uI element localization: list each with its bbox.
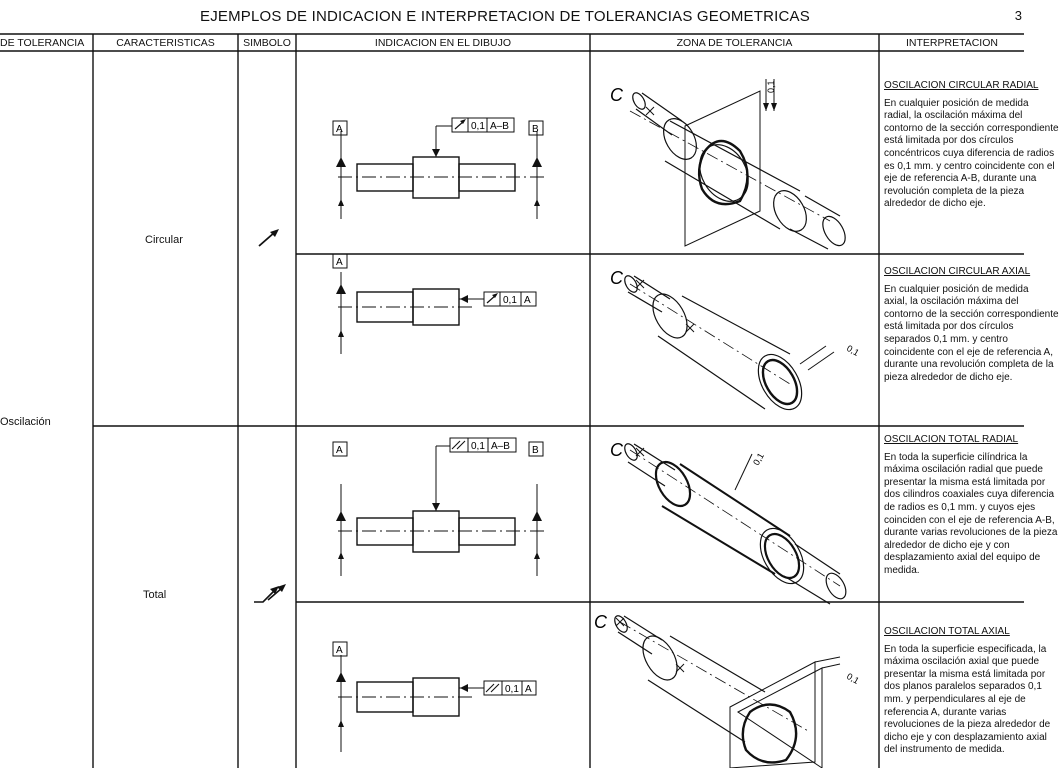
interpretation-title: OSCILACION TOTAL RADIAL [884, 434, 1019, 445]
drawing-total-radial: 0,1 A–B A B [332, 437, 548, 576]
interpretation-line: contorno de la sección correspondiente [884, 308, 1059, 320]
header-caracteristicas: CARACTERISTICAS [116, 37, 215, 49]
zone-tol-label: 0,1 [845, 671, 861, 686]
header-tipo: DE TOLERANCIA [0, 37, 85, 49]
interpretation-line: presentar la misma está limitada por [884, 668, 1046, 680]
interpretation-line: revolución completa de la pieza [884, 185, 1025, 197]
interpretation-line: coinciden con el eje de referencia A-B, [884, 514, 1055, 526]
frame-value: 0,1 [503, 295, 517, 306]
interpretation-title: OSCILACION CIRCULAR AXIAL [884, 266, 1031, 277]
interpretation-line: alrededor de dicho eje y con [884, 539, 1010, 551]
table-grid [0, 33, 1024, 768]
interpretation-line: presentar la misma está limitada por [884, 476, 1046, 488]
datum-a-label: A [336, 445, 343, 456]
datum-a-label: A [336, 257, 343, 268]
interpretation-line: separados 0,1 mm. y centro [884, 333, 1008, 345]
zone-c-label: C [594, 612, 608, 632]
interpretation-line: referencia A, durante varias [884, 706, 1007, 718]
interpretation-line: alrededor de dicho eje. [884, 198, 986, 210]
interpretation-line: revoluciones de la pieza alrededor de [884, 719, 1051, 731]
interpretation-line: contorno de la sección correspondiente [884, 122, 1059, 134]
interpretation-total-axial: OSCILACION TOTAL AXIAL En toda la superf… [884, 626, 1051, 768]
zone-c-label: C [610, 85, 624, 105]
circular-runout-symbol-icon [258, 229, 279, 247]
frame-value: 0,1 [471, 121, 485, 132]
interpretation-line: máxima oscilación axial que puede [884, 656, 1040, 668]
frame-value: 0,1 [471, 441, 485, 452]
drawing-circular-radial: 0,1 A–B A B [332, 117, 548, 219]
datum-a-label: A [336, 124, 343, 135]
caracteristica-total: Total [143, 589, 167, 601]
datum-a-label: A [336, 645, 343, 656]
interpretation-line: axial, la oscilación máxima del [884, 296, 1019, 308]
frame-datum: A–B [491, 441, 510, 452]
interpretation-title: OSCILACION TOTAL AXIAL [884, 626, 1010, 637]
interpretation-line: En toda la superficie especificada, la [884, 643, 1047, 655]
interpretation-line: dos cilindros coaxiales cuya diferencia [884, 489, 1055, 501]
interpretation-line: máxima oscilación radial que puede [884, 464, 1043, 476]
interpretation-line: de radios es 0,1 mm. y cuyos ejes [884, 501, 1036, 513]
interpretation-total-radial: OSCILACION TOTAL RADIAL En toda la super… [884, 434, 1058, 578]
interpretation-line: dicho eje y con desplazamiento axial [884, 731, 1047, 743]
interpretation-line: mm. y perpendiculares al eje de [884, 693, 1026, 705]
zone-c-label: C [610, 440, 624, 460]
frame-datum: A–B [490, 121, 509, 132]
header-zona: ZONA DE TOLERANCIA [676, 37, 793, 49]
drawing-total-axial: 0,1 A A [332, 641, 537, 752]
interpretation-line: desplazamiento axial del equipo de [884, 552, 1041, 564]
page-number: 3 [1014, 8, 1022, 23]
interpretation-line: durante una revolución completa de la [884, 359, 1054, 371]
zone-total-axial: C 0,1 [594, 612, 861, 768]
interpretation-line: dos planos paralelos separados 0,1 [884, 681, 1042, 693]
frame-datum: A [524, 295, 531, 306]
header-simbolo: SIMBOLO [243, 37, 291, 49]
interpretation-line: eje de referencia A-B, durante una [884, 173, 1037, 185]
interpretation-line: radial, la oscilación máxima del [884, 110, 1023, 122]
interpretation-line: En toda la superficie cilíndrica la [884, 451, 1028, 463]
header-indicacion: INDICACION EN EL DIBUJO [374, 37, 512, 49]
interpretation-line: durante varias revoluciones de la pieza [884, 527, 1058, 539]
interpretation-line: coincidente con el eje de referencia A, [884, 346, 1053, 358]
interpretation-line: pieza alrededor de dicho eje. [884, 371, 1013, 383]
total-runout-symbol-icon [254, 584, 286, 603]
drawing-circular-axial: 0,1 A A [332, 253, 537, 354]
caracteristica-circular: Circular [145, 234, 183, 246]
zone-tol-label: 0,1 [766, 80, 776, 93]
interpretation-line: está limitada por dos círculos [884, 135, 1014, 147]
zone-circular-radial: C 0,1 [610, 79, 846, 250]
interpretation-line: es 0,1 mm. y centro coincidente con el [884, 160, 1055, 172]
interpretation-line: del instrumento de medida. [884, 744, 1005, 756]
page-title: EJEMPLOS DE INDICACION E INTERPRETACION … [200, 8, 810, 25]
zone-c-label: C [610, 268, 624, 288]
interpretation-circular-radial: OSCILACION CIRCULAR RADIAL En cualquier … [884, 80, 1059, 211]
frame-datum: A [525, 684, 532, 695]
interpretation-line: está limitada por dos círculos [884, 321, 1014, 333]
zone-tol-label: 0,1 [845, 343, 861, 358]
interpretation-line: En cualquier posición de medida [884, 97, 1029, 109]
header-interpretacion: INTERPRETACION [906, 37, 998, 49]
datum-b-label: B [532, 445, 539, 456]
zone-tol-label: 0,1 [751, 451, 766, 467]
datum-b-label: B [532, 124, 539, 135]
interpretation-title: OSCILACION CIRCULAR RADIAL [884, 80, 1039, 91]
interpretation-line: concéntricos cuya diferencia de radios [884, 147, 1055, 159]
interpretation-circular-axial: OSCILACION CIRCULAR AXIAL En cualquier p… [884, 266, 1059, 384]
frame-value: 0,1 [505, 684, 519, 695]
zone-circular-axial: C 0,1 [610, 268, 861, 411]
interpretation-line: medida. [884, 564, 920, 576]
zone-total-radial: C 0,1 [610, 440, 847, 605]
tipo-label: Oscilación [0, 416, 51, 428]
interpretation-line: En cualquier posición de medida [884, 283, 1029, 295]
